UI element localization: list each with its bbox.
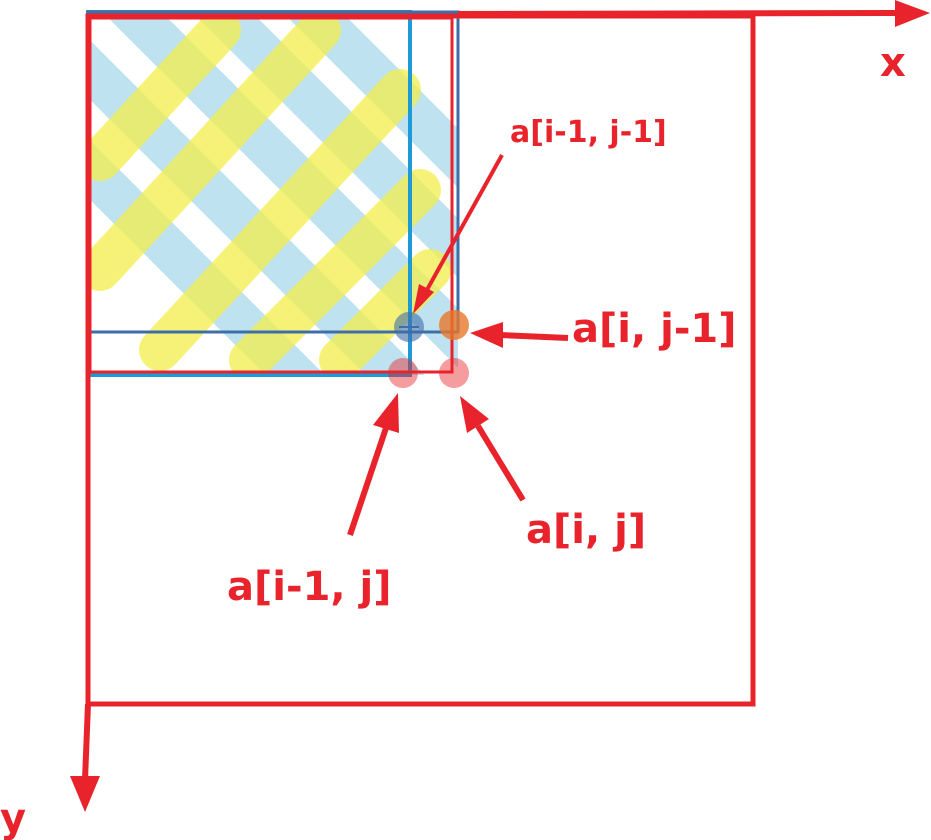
yellow-stripes	[88, 12, 451, 375]
point-bottom-right	[439, 358, 469, 388]
hatched-sum-region	[88, 12, 458, 375]
x-axis-label: x	[880, 40, 906, 86]
x-axis	[457, 0, 930, 27]
label-bottom-left: a[i-1, j]	[227, 564, 392, 610]
x-axis-arrowhead	[895, 0, 930, 27]
pointer-arrows	[347, 154, 569, 536]
label-bottom-right: a[i, j]	[526, 507, 646, 553]
arrow-top-left	[421, 154, 504, 298]
arrow-top-right-head	[470, 322, 503, 348]
arrow-bottom-right	[475, 424, 526, 502]
y-axis-label: y	[0, 796, 26, 840]
arrow-bottom-left	[347, 424, 390, 536]
arrow-top-left-head	[413, 284, 434, 314]
label-top-right: a[i, j-1]	[572, 306, 737, 352]
arrow-bottom-left-head	[373, 393, 399, 433]
y-axis	[70, 703, 100, 812]
image-border-rect	[85, 13, 756, 707]
arrow-bottom-right-head	[460, 396, 489, 433]
label-top-left: a[i-1, j-1]	[510, 115, 667, 150]
arrow-top-right	[499, 332, 569, 341]
point-top-right	[439, 310, 469, 340]
y-axis-arrowhead	[70, 776, 100, 812]
point-bottom-left	[388, 358, 418, 388]
